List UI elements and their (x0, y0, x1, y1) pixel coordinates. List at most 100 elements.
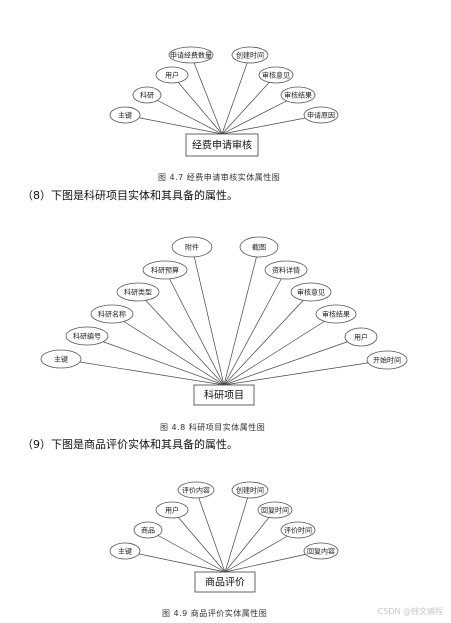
attribute-ellipse (290, 282, 332, 302)
attribute-label: 审核结果 (322, 310, 350, 319)
attribute-ellipse (40, 349, 82, 369)
attribute-label: 创建时间 (236, 51, 264, 60)
attribute-ellipse (132, 86, 162, 104)
attribute-link (60, 358, 225, 386)
attribute-ellipse (258, 66, 294, 84)
attribute-link (223, 313, 337, 386)
attribute-link (221, 94, 299, 135)
attribute-link (224, 550, 322, 573)
attribute-label: 用户 (354, 333, 368, 342)
attribute-label: 用户 (165, 506, 179, 515)
paragraph-9: （9）下图是商品评价实体和其具备的属性。 (22, 438, 238, 451)
entity-box (185, 133, 259, 157)
attribute-link (223, 359, 388, 386)
attribute-ellipse (231, 481, 269, 499)
attribute-link (171, 74, 223, 135)
attribute-label: 商品 (141, 526, 155, 535)
attribute-link (86, 335, 225, 386)
attribute-ellipse (239, 236, 279, 258)
attribute-label: 创建时间 (236, 486, 264, 495)
attribute-label: 开始时间 (373, 356, 401, 365)
attribute-label: 科研预算 (151, 266, 179, 275)
attribute-link (137, 291, 225, 386)
entity-box (194, 571, 256, 593)
attribute-ellipse (231, 46, 269, 64)
attribute-link (147, 529, 226, 573)
attribute-label: 审核结果 (284, 91, 312, 100)
attribute-ellipse (257, 501, 293, 519)
attribute-label: 主键 (118, 111, 132, 120)
attribute-label: 评价时间 (284, 526, 312, 535)
attribute-link (191, 246, 225, 386)
attribute-link (224, 529, 299, 573)
attribute-label: 审核意见 (297, 288, 325, 297)
attribute-link (224, 509, 276, 573)
attribute-label: 申请经费数量 (170, 51, 212, 60)
attribute-label: 科研编号 (73, 332, 101, 341)
entity-label: 商品评价 (205, 576, 245, 589)
attribute-ellipse (303, 542, 339, 560)
attribute-link (221, 54, 251, 135)
attribute-label: 科研类型 (124, 288, 152, 297)
entity-label: 科研项目 (204, 389, 244, 402)
attribute-link (223, 246, 260, 386)
attribute-ellipse (168, 46, 214, 64)
attribute-ellipse (90, 304, 134, 324)
attribute-link (195, 489, 226, 573)
attribute-ellipse (155, 501, 189, 519)
attribute-link (221, 74, 277, 135)
attribute-ellipse (171, 236, 213, 258)
attribute-label: 科研 (140, 91, 154, 100)
attribute-label: 科研名称 (98, 310, 126, 319)
attribute-label: 截图 (252, 243, 266, 252)
attribute-ellipse (142, 260, 188, 280)
attribute-ellipse (177, 481, 215, 499)
attribute-link (171, 509, 226, 573)
attribute-ellipse (109, 106, 141, 124)
attribute-link (164, 269, 225, 386)
attribute-ellipse (116, 282, 160, 302)
attribute-ellipse (65, 326, 109, 346)
attribute-link (111, 313, 225, 386)
attribute-label: 主键 (118, 547, 132, 556)
figure-caption-4-7: 图 4.7 经费申请审核实体属性图 (158, 173, 281, 182)
attribute-ellipse (109, 542, 141, 560)
attribute-ellipse (133, 521, 163, 539)
attribute-ellipse (315, 304, 357, 324)
watermark: CSDN @韩文编程 (377, 607, 443, 616)
attribute-link (190, 54, 223, 135)
attribute-ellipse (303, 106, 339, 124)
entity-label: 经费申请审核 (192, 139, 252, 152)
attribute-ellipse (280, 86, 316, 104)
attribute-label: 申请原因 (307, 111, 335, 120)
attribute-link (146, 94, 223, 135)
figure-caption-4-8: 图 4.8 科研项目实体属性图 (160, 423, 266, 432)
attribute-label: 资料详情 (272, 266, 300, 275)
attribute-label: 评价内容 (182, 486, 210, 495)
attribute-label: 用户 (165, 71, 179, 80)
er-diagram-2: 主键 科研编号 科研名称 科研类型 科研预算 附件 截图资料详情审核意见审核结果用户开始时间… (40, 236, 408, 406)
figure-caption-4-9: 图 4.9 商品评价实体属性图 (162, 609, 268, 618)
attribute-ellipse (264, 260, 308, 280)
attribute-ellipse (344, 327, 378, 347)
attribute-label: 回复内容 (307, 547, 335, 556)
attribute-label: 审核意见 (262, 71, 290, 80)
attribute-ellipse (155, 66, 189, 84)
attribute-link (223, 269, 287, 386)
entity-box (193, 384, 255, 406)
attribute-link (124, 550, 226, 573)
attribute-link (223, 291, 312, 386)
attribute-link (223, 336, 362, 386)
attribute-label: 附件 (185, 243, 199, 252)
attribute-label: 主键 (54, 355, 68, 364)
attribute-ellipse (366, 350, 408, 370)
attribute-link (224, 489, 251, 573)
paragraph-8: （8）下图是科研项目实体和其具备的属性。 (22, 189, 238, 202)
attribute-label: 回复时间 (261, 506, 289, 515)
attribute-ellipse (280, 521, 316, 539)
attribute-link (221, 114, 322, 135)
attribute-link (124, 114, 223, 135)
